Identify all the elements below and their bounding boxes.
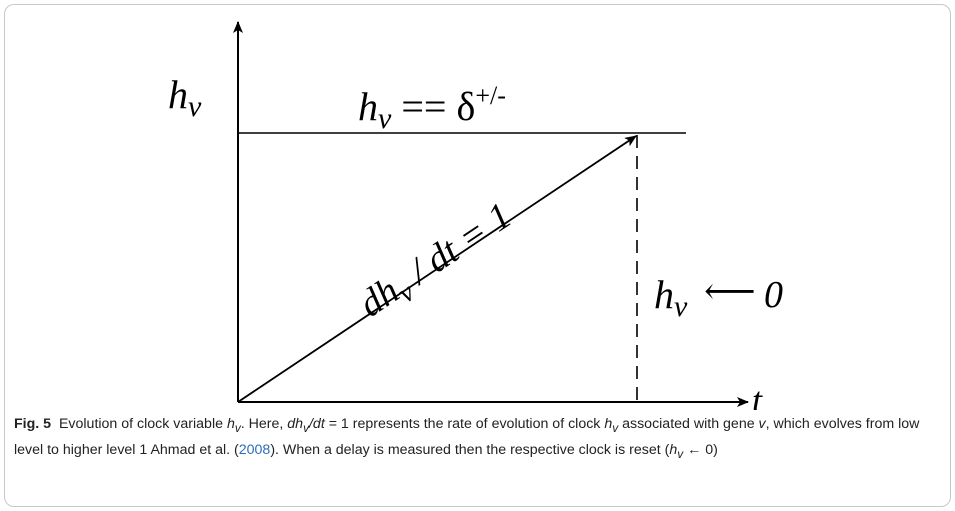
threshold-label: hv == δ+/- xyxy=(358,81,506,135)
figure-caption: Fig. 5 Evolution of clock variable hv. H… xyxy=(14,416,920,461)
reset-label: hv xyxy=(654,272,688,323)
reference-link[interactable]: 2008 xyxy=(238,441,271,458)
figure-number: Fig. 5 xyxy=(14,416,52,432)
y-axis-label: hv xyxy=(168,72,202,123)
reset-value: 0 xyxy=(764,274,783,316)
clock-evolution-diagram: hv t hv == δ+/- dhv / dt = 1 hv ⟵ 0 xyxy=(168,21,783,410)
reset-arrow: ⟵ xyxy=(704,271,756,311)
x-axis-label: t xyxy=(752,380,763,410)
slope-label: dhv / dt = 1 xyxy=(352,194,523,330)
figure-frame xyxy=(4,4,951,507)
clock-ramp-arrow xyxy=(237,135,637,403)
